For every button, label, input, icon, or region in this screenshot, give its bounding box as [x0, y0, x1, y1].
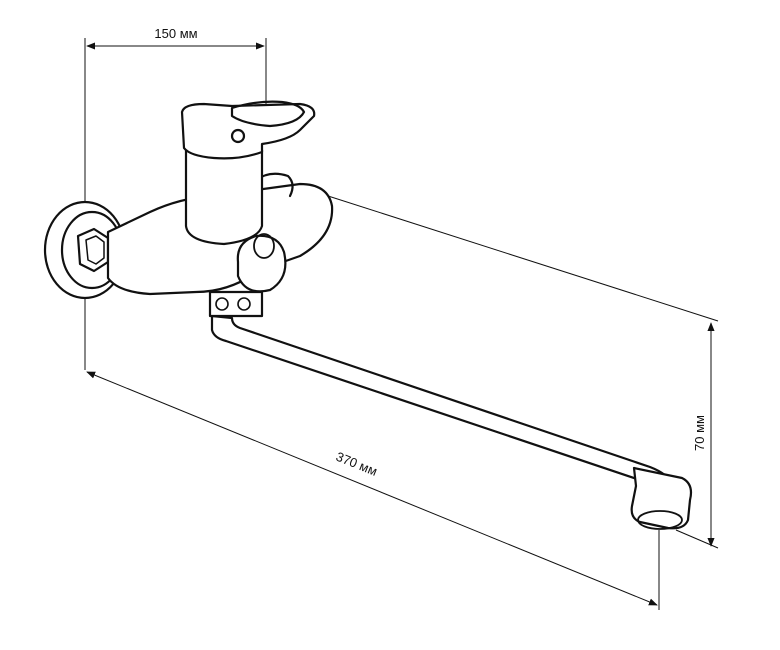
lever-handle — [180, 100, 316, 160]
diverter-knob — [236, 233, 287, 293]
mixer-column — [184, 148, 264, 246]
dimension-length — [84, 295, 660, 610]
spout — [210, 314, 693, 530]
height-extension-top — [324, 194, 719, 322]
dimension-width — [84, 38, 267, 205]
length-label: 370 мм — [334, 449, 380, 479]
faucet-illustration — [43, 100, 693, 530]
dimension-height — [324, 194, 719, 549]
length-dimension-line — [86, 371, 658, 606]
height-label: 70 мм — [692, 415, 707, 451]
width-label: 150 мм — [154, 26, 197, 41]
spout-connector — [208, 290, 264, 318]
height-extension-bottom — [675, 529, 719, 549]
